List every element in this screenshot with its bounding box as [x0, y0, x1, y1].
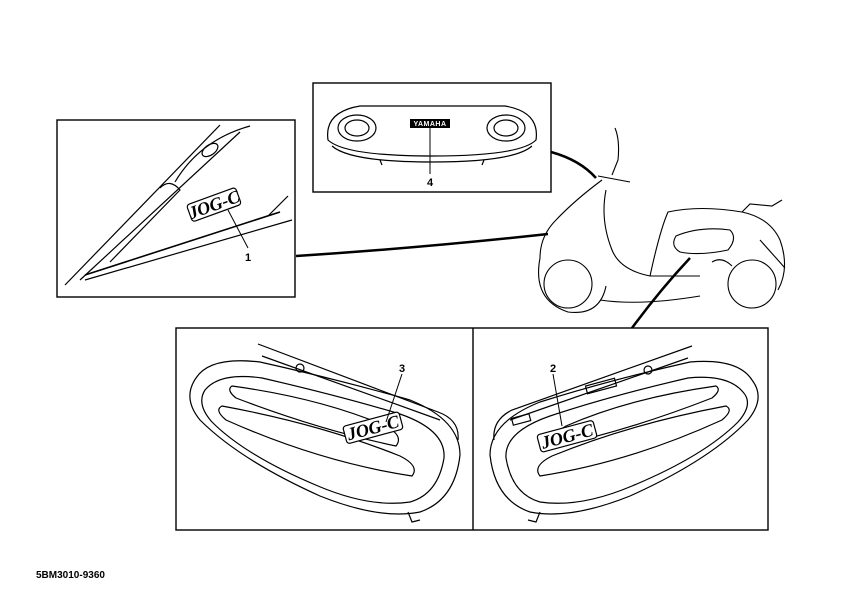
scooter-outline [538, 127, 786, 314]
right-side-cover [489, 345, 759, 523]
panel-side-covers: JOG-C 3 JOG-C 2 [175, 327, 769, 531]
callout-3: 3 [399, 363, 405, 375]
drawing-code: 5BM3010-9360 [36, 570, 105, 581]
left-side-cover [189, 343, 461, 523]
callout-2: 2 [550, 363, 556, 375]
panel-rear-brand: YAMAHA 4 [312, 82, 552, 193]
connector-lines [295, 150, 691, 329]
leader-2 [552, 373, 563, 427]
rear-cover-drawing [327, 105, 537, 166]
yamaha-emblem-plate [410, 119, 450, 128]
front-cover-drawing [64, 124, 293, 286]
leader-3 [385, 373, 403, 423]
brand-text: YAMAHA [413, 121, 446, 128]
panel-front-emblem: JOG-C 1 [56, 119, 296, 298]
callout-4: 4 [427, 177, 434, 189]
leader-1 [227, 209, 249, 249]
callout-1: 1 [245, 252, 251, 264]
